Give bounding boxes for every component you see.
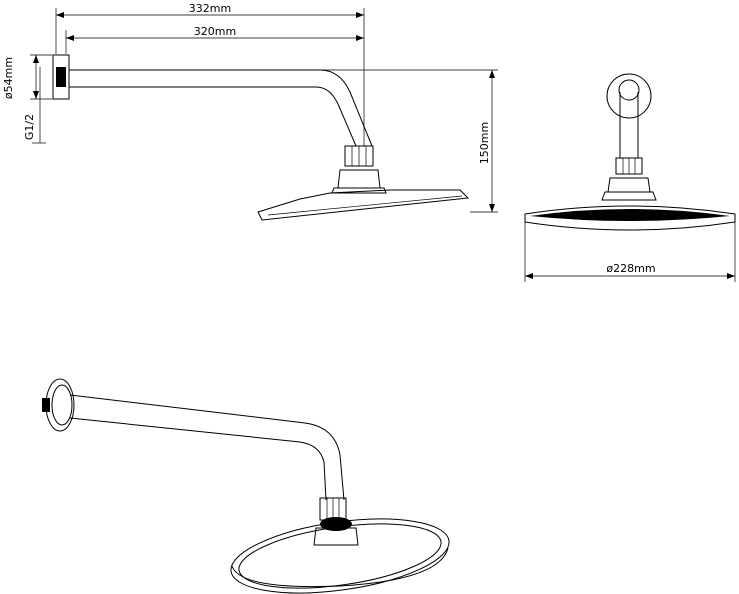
ball-joint <box>337 169 381 189</box>
perspective-shower-head <box>230 518 450 594</box>
overall-length-label: 332mm <box>189 2 231 15</box>
flange-diameter-label: ø54mm <box>2 57 15 99</box>
thread-label: G1/2 <box>23 114 36 140</box>
shower-head-side <box>257 189 470 221</box>
arm-length-label: 320mm <box>194 25 236 38</box>
front-flange <box>606 73 652 119</box>
perspective-arm <box>69 394 345 501</box>
shower-arm-lower-edge <box>69 86 357 147</box>
perspective-view <box>42 378 450 594</box>
shower-arm <box>69 69 373 147</box>
head-diameter-label: ø228mm <box>606 262 655 275</box>
front-view: ø228mm <box>524 73 736 282</box>
perspective-flange <box>45 378 75 432</box>
drop-height-label: 150mm <box>478 122 491 164</box>
flange-thread-block <box>56 67 66 87</box>
wall-flange <box>52 54 70 100</box>
side-view: 332mm 320mm ø54mm G1/2 150mm <box>2 2 498 221</box>
